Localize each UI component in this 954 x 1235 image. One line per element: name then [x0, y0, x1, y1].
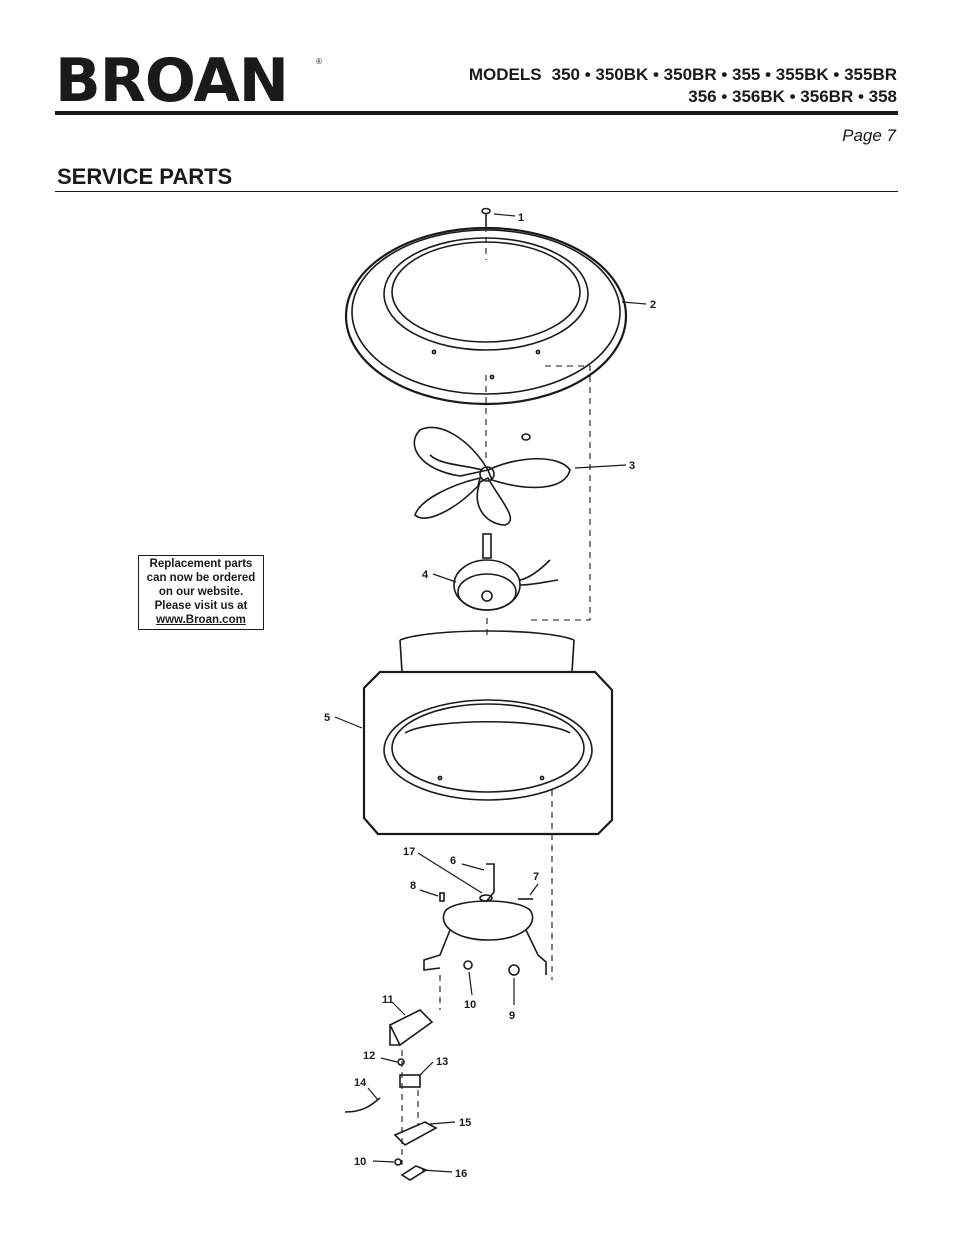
callout-16: 16 — [455, 1168, 467, 1180]
callout-5: 5 — [324, 712, 330, 724]
callout-10: 10 — [464, 999, 476, 1011]
callout-13: 13 — [436, 1056, 448, 1068]
callout-17: 17 — [403, 846, 415, 858]
part-6-bracket — [423, 863, 547, 975]
callout-4: 4 — [422, 569, 429, 581]
models-line-1: MODELS 350 • 350BK • 350BR • 355 • 355BK … — [469, 64, 897, 86]
website-link[interactable]: www.Broan.com — [156, 614, 246, 626]
part-3-fan-blade — [413, 426, 571, 526]
broan-logo: BROAN — [55, 51, 330, 111]
callout-2: 2 — [650, 299, 656, 311]
callout-3: 3 — [629, 460, 635, 472]
part-12-screw — [397, 1058, 405, 1066]
callout-8: 8 — [410, 880, 416, 892]
callout-6: 6 — [450, 855, 456, 867]
callout-9: 9 — [509, 1010, 515, 1022]
section-title: SERVICE PARTS — [57, 164, 233, 189]
page-number: Page 7 — [842, 126, 896, 145]
part-13-receptacle — [399, 1074, 421, 1088]
callout-14: 14 — [354, 1077, 367, 1089]
callout-12: 12 — [363, 1050, 375, 1062]
part-15-plate — [393, 1121, 438, 1146]
brand-wordmark: BROAN — [55, 46, 289, 116]
callout-1: 1 — [518, 212, 524, 224]
callout-15: 15 — [459, 1117, 471, 1129]
part-1-screw — [481, 207, 491, 226]
models-list-2: 356 • 356BK • 356BR • 358 — [688, 87, 897, 106]
notice-line-3: on our website. — [158, 586, 244, 598]
part-8-nut — [439, 892, 445, 902]
part-10-nut — [463, 960, 473, 970]
models-header: MODELS 350 • 350BK • 350BR • 355 • 355BK … — [469, 64, 897, 108]
callout-7: 7 — [533, 871, 539, 883]
registered-mark: ® — [316, 57, 322, 66]
section-rule — [55, 191, 898, 192]
models-label: MODELS — [468, 65, 542, 84]
notice-line-1: Replacement parts — [149, 558, 253, 570]
part-10b-screw — [394, 1158, 402, 1166]
part-14-cord — [344, 1097, 381, 1113]
part-4-motor — [453, 533, 559, 611]
part-5-housing — [362, 630, 614, 836]
part-9-grommet — [508, 964, 520, 976]
callout-11: 11 — [382, 994, 394, 1006]
replacement-parts-notice: Replacement parts can now be ordered on … — [138, 555, 264, 630]
notice-line-4: Please visit us at — [154, 600, 248, 612]
header-rule — [55, 111, 898, 115]
part-16-washer — [400, 1165, 428, 1181]
callout-10b: 10 — [354, 1156, 366, 1168]
part-11-bracket — [388, 1009, 434, 1047]
models-list-1: 350 • 350BK • 350BR • 355 • 355BK • 355B… — [551, 65, 897, 84]
notice-line-2: can now be ordered — [146, 572, 256, 584]
exploded-parts-diagram: 1 2 3 4 5 6 7 8 9 10 11 12 13 14 15 10 1… — [324, 207, 656, 1181]
